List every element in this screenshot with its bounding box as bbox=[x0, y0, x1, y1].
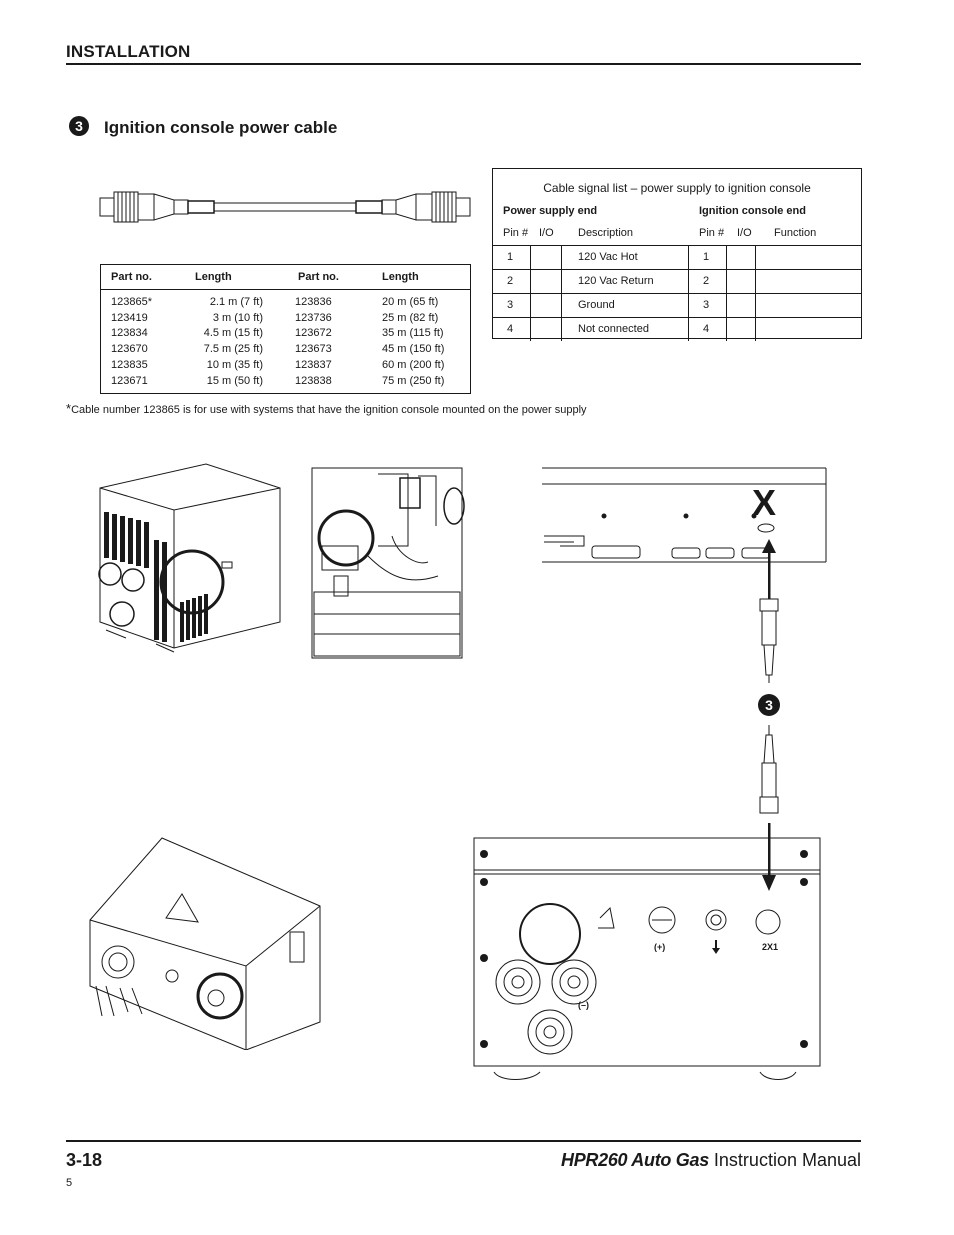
header-part-no-2: Part no. bbox=[298, 271, 339, 283]
parts-table-header: Part no. Length Part no. Length bbox=[101, 265, 470, 290]
footnote: *Cable number 123865 is for use with sys… bbox=[66, 401, 587, 419]
callout-circle bbox=[196, 972, 244, 1020]
ignition-console-end-label: Ignition console end bbox=[699, 205, 806, 217]
section-header: INSTALLATION bbox=[66, 42, 191, 61]
table-cell: 25 m (82 ft) bbox=[382, 311, 439, 324]
header-length-2: Length bbox=[382, 271, 419, 283]
row-pin: 3 bbox=[507, 299, 514, 311]
table-cell: 123837 bbox=[295, 358, 332, 371]
signal-table-caption: Cable signal list – power supply to igni… bbox=[543, 181, 811, 195]
col-function: Function bbox=[774, 227, 817, 239]
table-cell: 7.5 m (25 ft) bbox=[203, 343, 263, 356]
table-row: 3 Ground 3 bbox=[493, 294, 861, 318]
col-pin: Pin # bbox=[503, 227, 529, 239]
table-cell: 4.5 m (15 ft) bbox=[203, 327, 263, 340]
ignition-console-drawing bbox=[89, 837, 321, 1050]
table-cell: 123834 bbox=[111, 327, 148, 340]
row-pin: 1 bbox=[507, 251, 514, 263]
revision-number: 5 bbox=[66, 1177, 73, 1189]
row-pin-2: 1 bbox=[703, 251, 710, 263]
header-part-no: Part no. bbox=[111, 271, 152, 283]
section-title: Ignition console power cable bbox=[104, 118, 338, 137]
table-cell: 35 m (115 ft) bbox=[382, 327, 444, 340]
row-description: Ground bbox=[578, 299, 615, 311]
right-length-column: 20 m (65 ft) 25 m (82 ft) 35 m (115 ft) … bbox=[382, 295, 444, 389]
cable-connection-arrows bbox=[759, 539, 779, 891]
power-supply-interior-drawing bbox=[311, 467, 465, 659]
power-supply-rear-panel-drawing bbox=[542, 467, 827, 563]
footer-rule bbox=[66, 1140, 861, 1142]
cable-signal-table: Cable signal list – power supply to igni… bbox=[492, 168, 862, 341]
table-cell: 123671 bbox=[111, 374, 148, 387]
table-cell: 123835 bbox=[111, 358, 148, 371]
product-name: HPR260 Auto Gas bbox=[561, 1150, 709, 1170]
table-row: 1 120 Vac Hot 1 bbox=[493, 246, 861, 270]
col-io: I/O bbox=[539, 227, 554, 239]
power-supply-exterior-drawing bbox=[98, 463, 281, 653]
cable-parts-table: Part no. Length Part no. Length 123865* … bbox=[100, 264, 471, 394]
table-cell: 2.1 m (7 ft) bbox=[209, 296, 263, 308]
row-pin-2: 2 bbox=[703, 275, 710, 287]
table-cell: 20 m (65 ft) bbox=[382, 296, 439, 308]
header-rule bbox=[66, 63, 861, 65]
cable-illustration bbox=[99, 191, 471, 223]
table-cell: 10 m (35 ft) bbox=[206, 358, 263, 371]
footnote-text: Cable number 123865 is for use with syst… bbox=[71, 404, 587, 416]
callout-circle bbox=[159, 549, 225, 615]
negative-label: (–) bbox=[578, 1000, 589, 1010]
table-cell: 123419 bbox=[111, 311, 148, 324]
table-cell: 123838 bbox=[295, 374, 332, 387]
table-cell: 123865* bbox=[111, 296, 152, 308]
left-part-no-column: 123865* 123419 123834 123670 123835 1236… bbox=[111, 295, 152, 389]
header-length: Length bbox=[195, 271, 232, 283]
right-part-no-column: 123836 123736 123672 123673 123837 12383… bbox=[295, 295, 332, 389]
table-cell: 123672 bbox=[295, 327, 332, 340]
table-row: 4 Not connected 4 bbox=[493, 318, 861, 341]
row-pin: 4 bbox=[507, 323, 514, 335]
positive-label: (+) bbox=[654, 942, 666, 952]
table-cell: 123670 bbox=[111, 343, 148, 356]
manual-title: HPR260 Auto Gas Instruction Manual bbox=[561, 1150, 861, 1171]
left-length-column: 2.1 m (7 ft) 3 m (10 ft) 4.5 m (15 ft) 7… bbox=[181, 295, 263, 389]
col-description: Description bbox=[578, 227, 634, 239]
table-cell: 3 m (10 ft) bbox=[212, 311, 263, 324]
table-row: 2 120 Vac Return 2 bbox=[493, 270, 861, 294]
table-cell: 60 m (200 ft) bbox=[382, 358, 445, 371]
table-cell: 123836 bbox=[295, 296, 332, 308]
row-pin-2: 4 bbox=[703, 323, 710, 335]
col-pin-2: Pin # bbox=[699, 227, 725, 239]
col-io-2: I/O bbox=[737, 227, 752, 239]
x-mark: X bbox=[752, 482, 777, 523]
table-cell: 15 m (50 ft) bbox=[206, 374, 263, 387]
connector-2x1-label: 2X1 bbox=[762, 942, 779, 952]
table-cell: 45 m (150 ft) bbox=[382, 343, 445, 356]
table-cell: 123673 bbox=[295, 343, 332, 356]
manual-label: Instruction Manual bbox=[708, 1150, 861, 1170]
table-cell: 75 m (250 ft) bbox=[382, 374, 445, 387]
row-description: 120 Vac Return bbox=[578, 275, 654, 287]
footnote-star: * bbox=[66, 401, 72, 416]
row-description: 120 Vac Hot bbox=[578, 251, 638, 263]
row-pin-2: 3 bbox=[703, 299, 710, 311]
row-description: Not connected bbox=[578, 323, 649, 335]
callout-circle bbox=[317, 509, 375, 567]
row-pin: 2 bbox=[507, 275, 514, 287]
table-cell: 123736 bbox=[295, 311, 332, 324]
section-number-badge: 3 bbox=[69, 116, 89, 136]
signal-table-body: 1 120 Vac Hot 1 2 120 Vac Return 2 3 Gro… bbox=[493, 245, 861, 341]
power-supply-end-label: Power supply end bbox=[503, 205, 598, 217]
callout-badge: 3 bbox=[758, 694, 780, 716]
ignition-console-front-panel-drawing bbox=[473, 837, 821, 1080]
page-number: 3-18 bbox=[66, 1150, 103, 1170]
